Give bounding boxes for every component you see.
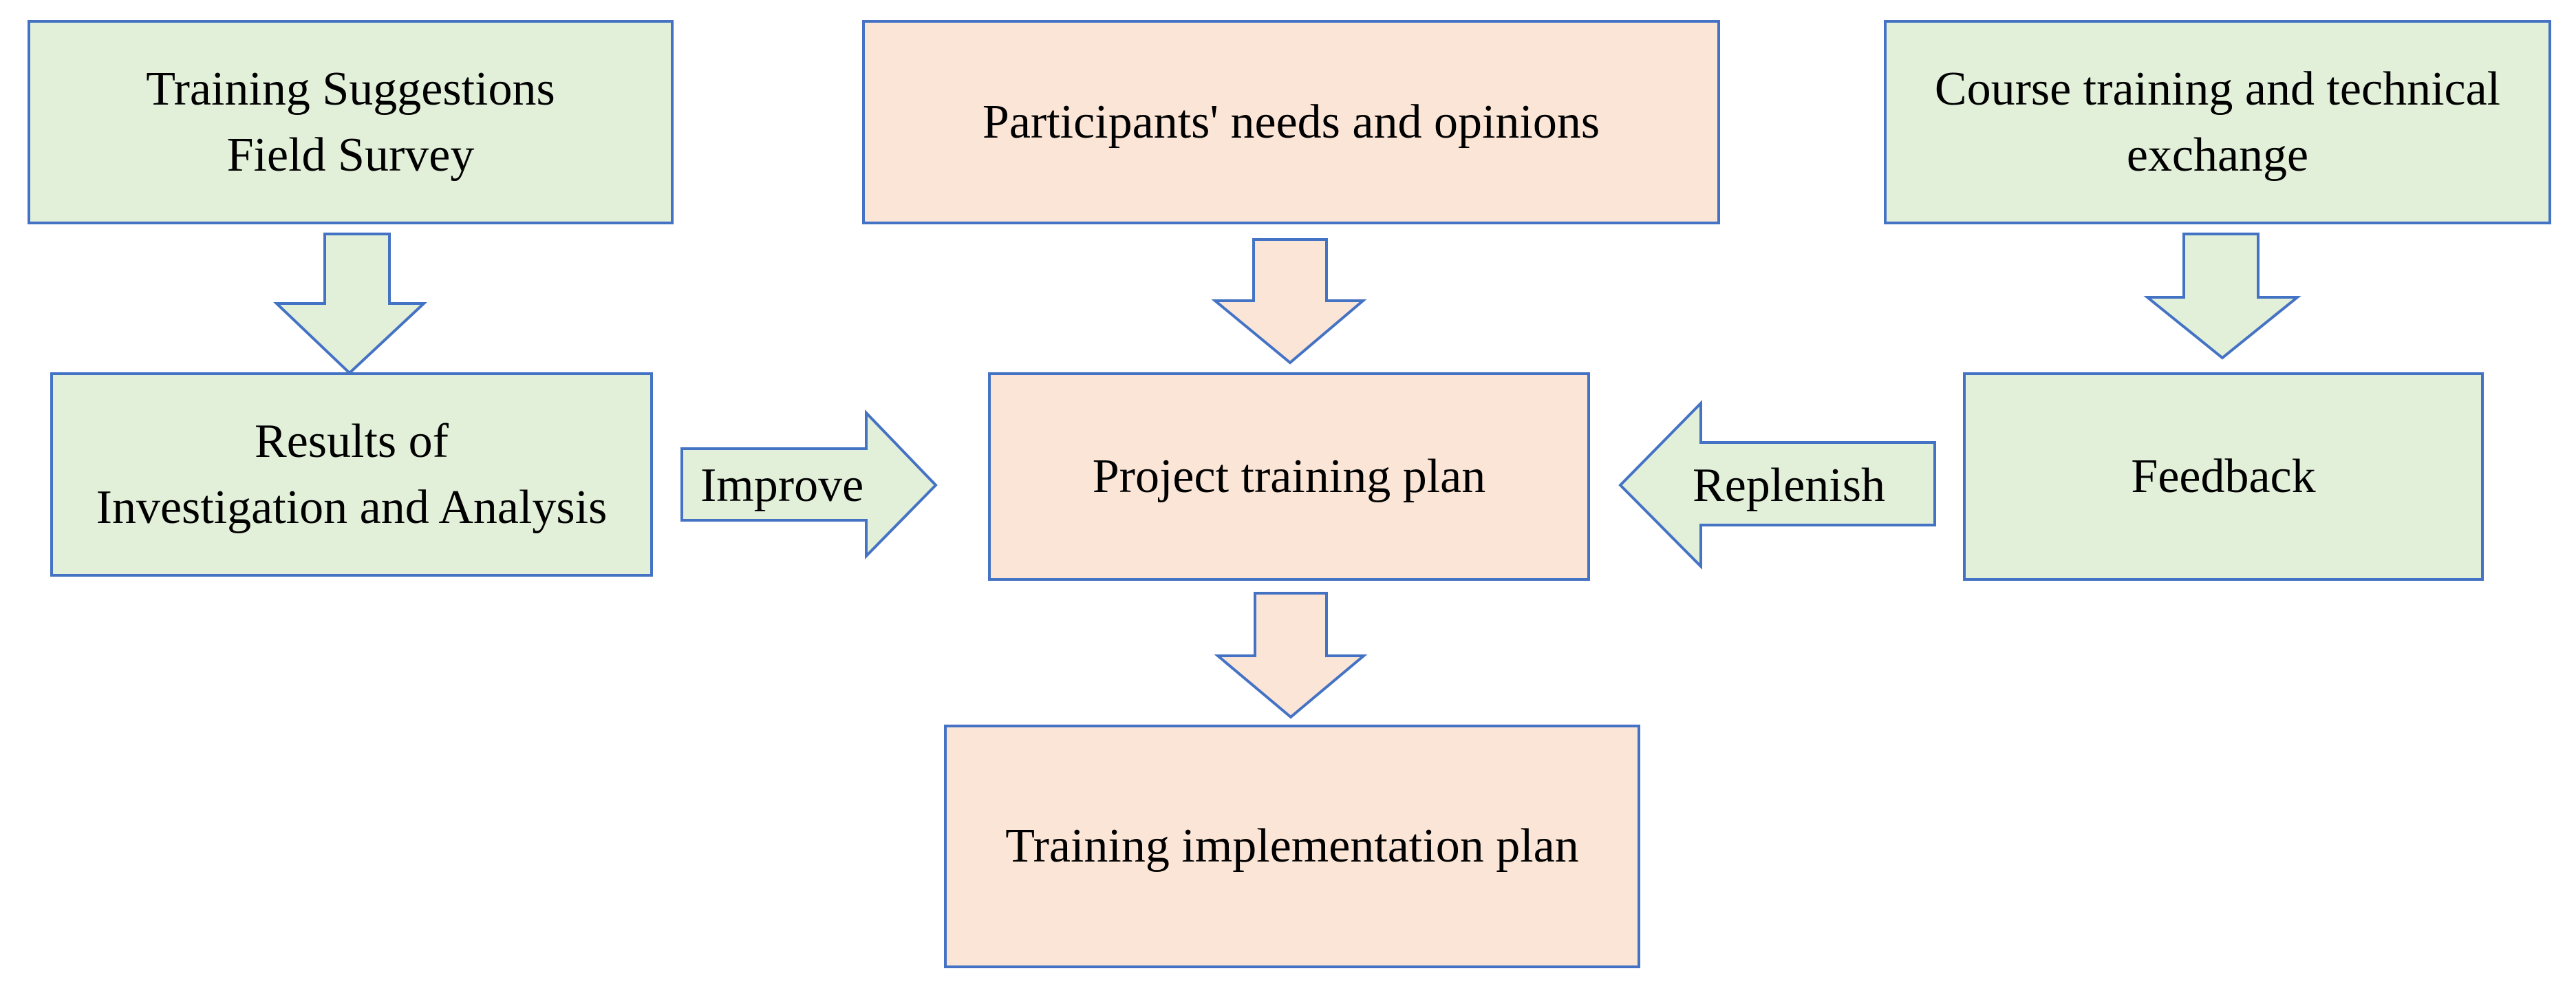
project-training-plan-box: Project training plan xyxy=(988,372,1590,581)
replenish-arrow xyxy=(1618,400,1936,570)
feedback-text: Feedback xyxy=(2131,449,2316,503)
results-analysis-text: Results of Investigation and Analysis xyxy=(96,414,608,534)
down-arrow-left xyxy=(273,233,428,375)
implementation-plan-text: Training implementation plan xyxy=(1005,820,1579,873)
implementation-plan-box: Training implementation plan xyxy=(944,725,1640,968)
course-training-text: Course training and technical exchange xyxy=(1934,62,2501,182)
participants-needs-text: Participants' needs and opinions xyxy=(982,95,1600,149)
participants-needs-box: Participants' needs and opinions xyxy=(862,20,1720,224)
improve-arrow xyxy=(680,409,938,559)
down-arrow-center-top xyxy=(1211,238,1367,365)
training-suggestions-box: Training Suggestions Field Survey xyxy=(28,20,674,224)
training-suggestions-text: Training Suggestions Field Survey xyxy=(146,62,555,182)
results-analysis-box: Results of Investigation and Analysis xyxy=(50,372,653,577)
improve-label: Improve xyxy=(700,459,864,512)
project-training-plan-text: Project training plan xyxy=(1092,449,1486,503)
down-arrow-center-bottom xyxy=(1214,592,1368,719)
down-arrow-right xyxy=(2143,233,2301,360)
course-training-box: Course training and technical exchange xyxy=(1884,20,2551,224)
replenish-label: Replenish xyxy=(1693,459,1885,512)
feedback-box: Feedback xyxy=(1963,372,2484,581)
